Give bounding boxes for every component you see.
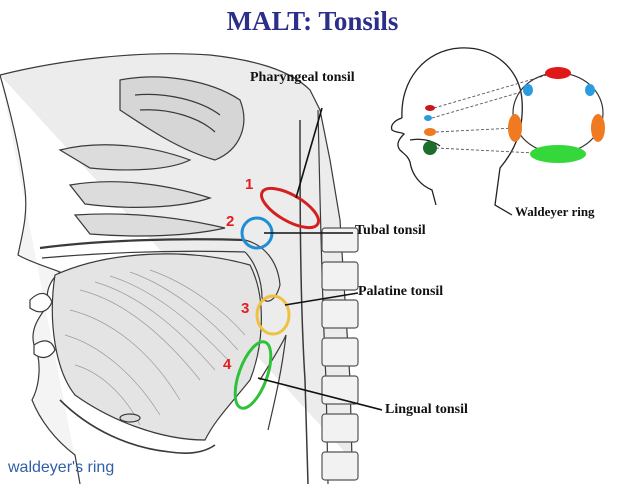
label-palatine-tonsil: Palatine tonsil	[358, 284, 443, 300]
ring-palatine-node-right	[591, 114, 605, 142]
marker-number-3: 3	[241, 300, 249, 317]
label-lingual-tonsil: Lingual tonsil	[385, 402, 468, 418]
ring-pharyngeal-node	[545, 67, 571, 79]
label-pharyngeal-tonsil: Pharyngeal tonsil	[250, 70, 355, 86]
head-sagittal-section	[0, 54, 358, 484]
inset-head-tonsils	[423, 105, 437, 155]
inset-head-profile	[392, 48, 523, 215]
marker-number-1: 1	[245, 176, 253, 193]
ring-tubal-node-right	[585, 84, 595, 96]
ring-lingual-node	[530, 145, 586, 163]
marker-number-4: 4	[223, 356, 231, 373]
label-tubal-tonsil: Tubal tonsil	[355, 223, 426, 239]
footer-caption: waldeyer's ring	[8, 459, 114, 477]
inset-leader-lines	[432, 73, 554, 153]
marker-number-2: 2	[226, 213, 234, 230]
label-waldeyer-ring: Waldeyer ring	[515, 204, 595, 220]
ring-tubal-node-left	[523, 84, 533, 96]
ring-palatine-node-left	[508, 114, 522, 142]
